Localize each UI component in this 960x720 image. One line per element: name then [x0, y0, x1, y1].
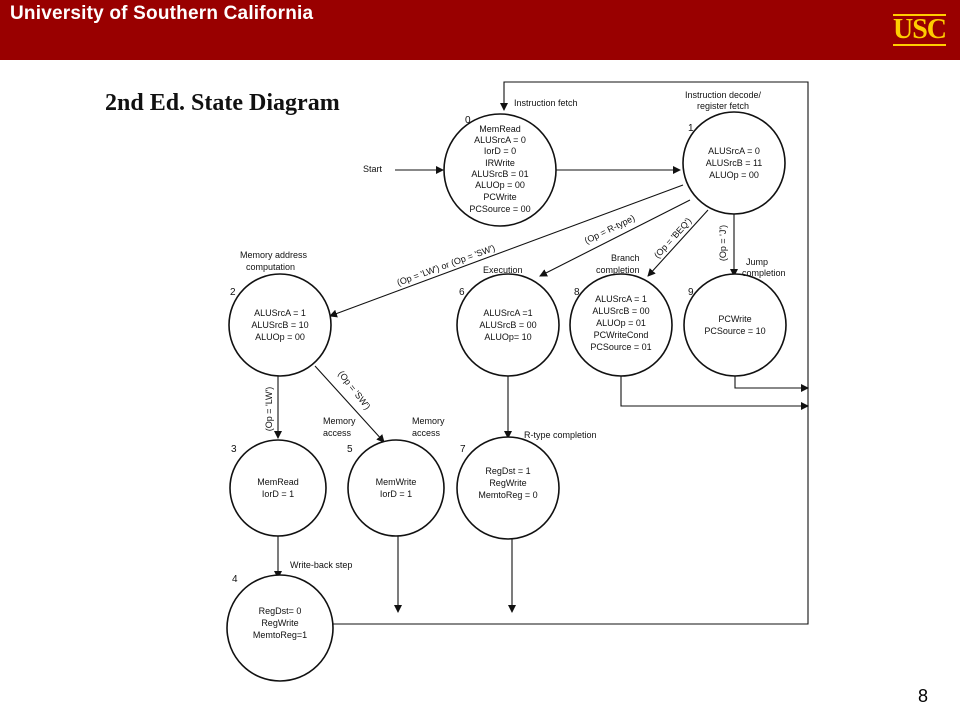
label-branch: Branch	[611, 253, 640, 263]
state-line: ALUSrcB = 10	[251, 320, 308, 330]
state-number: 0	[465, 115, 471, 126]
arrow-8-return	[620, 375, 809, 410]
state-line: ALUSrcA = 1	[595, 294, 647, 304]
label-memory-access: access	[412, 428, 441, 438]
state-line: ALUSrcA = 1	[254, 308, 306, 318]
arrow-9-return	[734, 375, 809, 392]
state-number: 3	[231, 444, 237, 455]
state-line: PCWrite	[483, 192, 516, 202]
state-line: RegWrite	[261, 618, 298, 628]
label-branch: completion	[596, 265, 640, 275]
state-number: 4	[232, 574, 238, 585]
state-9	[683, 273, 787, 377]
label-start: Start	[363, 164, 383, 174]
state-number: 6	[459, 287, 465, 298]
state-line: ALUSrcA = 0	[708, 146, 760, 156]
header-banner: University of Southern California USC	[0, 0, 960, 60]
condition-jump: (Op = 'J')	[718, 225, 728, 261]
state-line: ALUSrcB = 01	[471, 169, 528, 179]
label-memory-access: Memory	[323, 416, 356, 426]
label-memory-address: Memory address	[240, 250, 308, 260]
state-6	[456, 273, 560, 377]
state-number: 1	[688, 123, 694, 134]
label-execution: Execution	[483, 265, 523, 275]
label-jump: Jump	[746, 257, 768, 267]
condition-beq: (Op = 'BEQ')	[652, 216, 693, 260]
state-line: ALUSrcA = 0	[474, 135, 526, 145]
label-instruction-fetch: Instruction fetch	[514, 98, 578, 108]
state-line: ALUSrcB = 00	[479, 320, 536, 330]
state-line: ALUOp = 00	[255, 332, 305, 342]
state-8	[569, 273, 673, 377]
state-line: PCSource = 00	[469, 204, 530, 214]
state-line: RegWrite	[489, 478, 526, 488]
state-line: IorD = 0	[484, 146, 516, 156]
label-decode: register fetch	[697, 101, 749, 111]
slide-number: 8	[918, 686, 929, 706]
state-5	[347, 439, 445, 537]
arrow-2-to-5	[314, 365, 385, 443]
state-line: IRWrite	[485, 158, 515, 168]
label-jump: completion	[742, 268, 786, 278]
label-memory-access: Memory	[412, 416, 445, 426]
label-decode: Instruction decode/	[685, 90, 762, 100]
label-write-back: Write-back step	[290, 560, 352, 570]
arrow-1-to-2	[329, 184, 684, 318]
state-0	[443, 113, 557, 227]
state-line: MemtoReg = 0	[478, 490, 537, 500]
state-line: RegDst = 1	[485, 466, 530, 476]
state-7	[456, 436, 560, 540]
state-line: ALUOp= 10	[484, 332, 531, 342]
state-line: IorD = 1	[380, 489, 412, 499]
arrow-1-to-8	[647, 209, 709, 277]
state-line: PCSource = 10	[704, 326, 765, 336]
return-bus	[352, 81, 809, 625]
state-4	[226, 574, 334, 682]
state-line: ALUOp = 01	[596, 318, 646, 328]
label-memory-access: access	[323, 428, 352, 438]
state-1	[682, 111, 786, 215]
state-number: 8	[574, 287, 580, 298]
state-line: PCWriteCond	[594, 330, 649, 340]
state-line: MemRead	[479, 124, 521, 134]
state-2	[228, 273, 332, 377]
state-number: 2	[230, 287, 236, 298]
state-line: ALUSrcB = 00	[592, 306, 649, 316]
state-line: RegDst= 0	[259, 606, 302, 616]
state-line: ALUOp = 00	[709, 170, 759, 180]
state-number: 7	[460, 444, 466, 455]
label-rtype-completion: R-type completion	[524, 430, 597, 440]
university-name: University of Southern California	[10, 3, 314, 24]
arrow-1-to-6	[539, 199, 691, 277]
state-line: PCWrite	[718, 314, 751, 324]
state-line: PCSource = 01	[590, 342, 651, 352]
state-3	[229, 439, 327, 537]
state-line: ALUOp = 00	[475, 180, 525, 190]
condition-sw: (Op = 'SW')	[336, 369, 372, 412]
state-number: 5	[347, 444, 353, 455]
state-line: MemRead	[257, 477, 299, 487]
diagram-title: 2nd Ed. State Diagram	[105, 90, 340, 116]
state-line: IorD = 1	[262, 489, 294, 499]
condition-lw: (Op = 'LW')	[264, 387, 274, 432]
state-line: MemWrite	[376, 477, 417, 487]
state-line: ALUSrcA =1	[483, 308, 532, 318]
usc-logo: USC	[893, 14, 947, 46]
state-number: 9	[688, 287, 694, 298]
state-line: MemtoReg=1	[253, 630, 307, 640]
state-line: ALUSrcB = 11	[706, 158, 763, 168]
label-memory-address: computation	[246, 262, 295, 272]
